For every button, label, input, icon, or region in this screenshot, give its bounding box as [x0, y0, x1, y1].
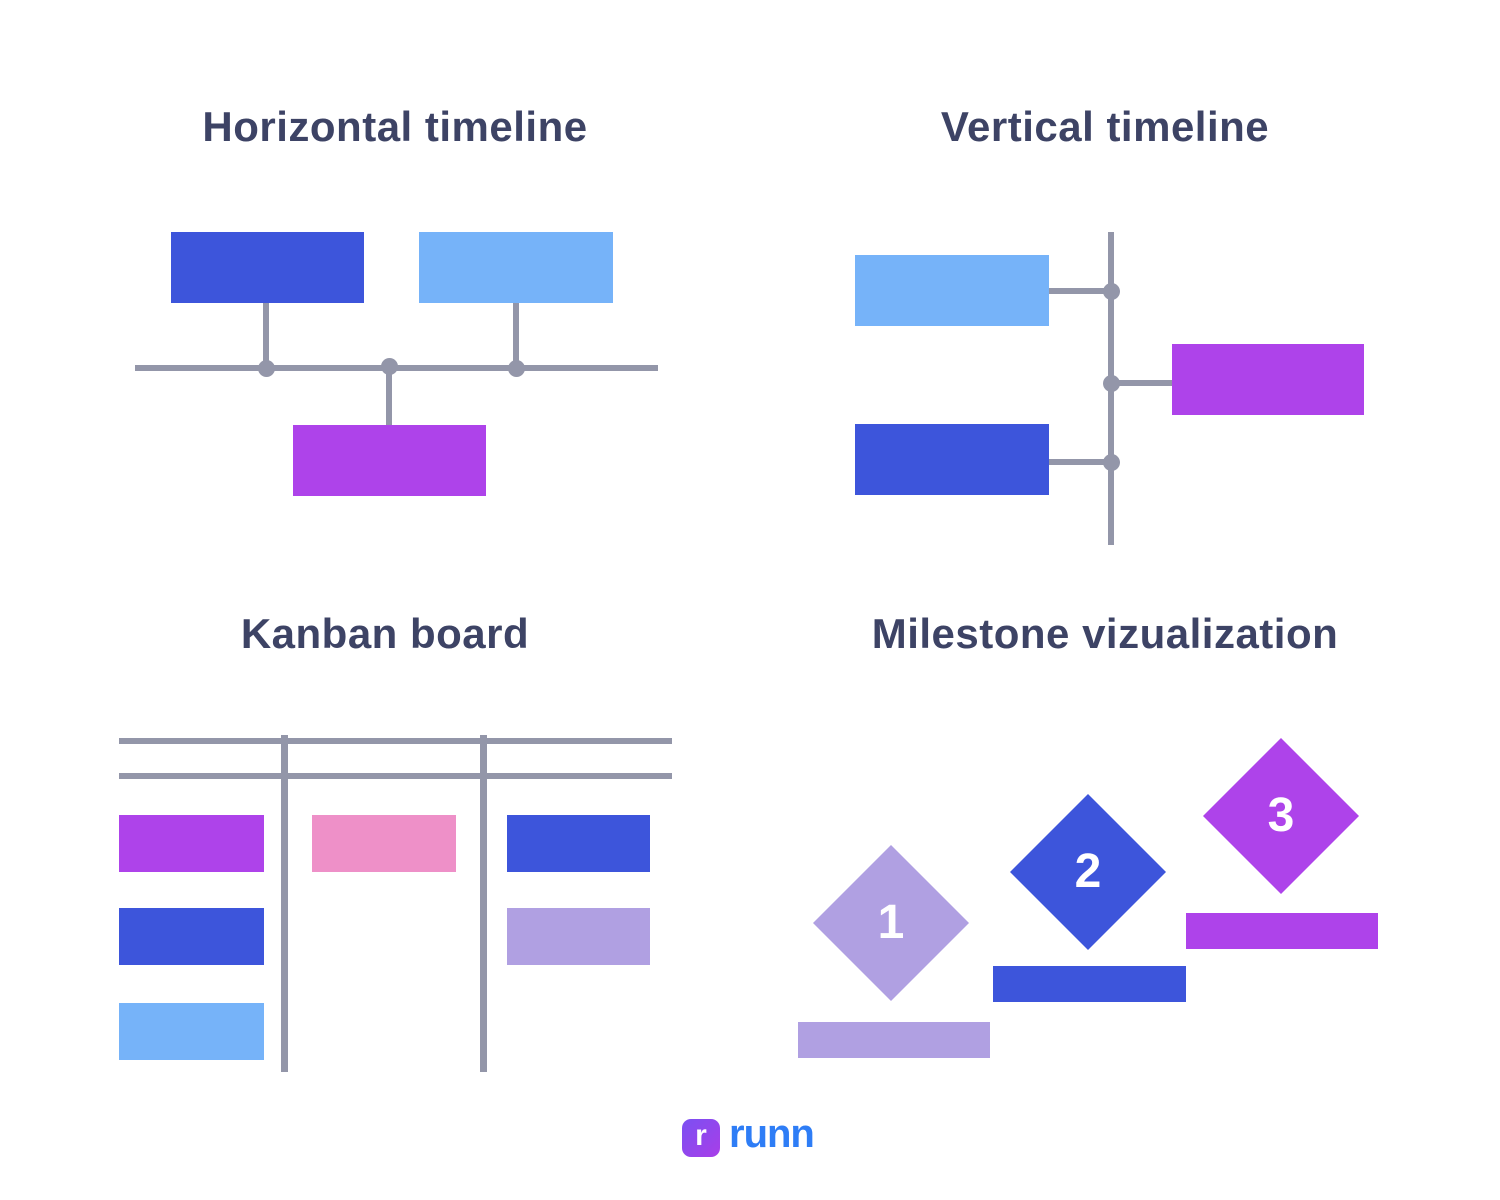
- runn-logo-mark: r: [682, 1119, 720, 1157]
- milestone-diamond-1: 1: [813, 845, 969, 1001]
- vtl-milestone-dot-top: [1103, 283, 1120, 300]
- htl-bar-light-blue: [419, 232, 613, 303]
- vtl-connector-bottom: [1049, 459, 1111, 465]
- kanban-column-divider-1: [281, 735, 288, 1072]
- htl-bar-blue: [171, 232, 364, 303]
- kanban-card-col1-purple: [119, 815, 264, 872]
- kanban-board-title: Kanban board: [240, 610, 530, 657]
- vtl-connector-middle: [1111, 380, 1172, 386]
- kanban-column-divider-2: [480, 735, 487, 1072]
- kanban-card-col2-pink: [312, 815, 456, 872]
- milestone-number-1: 1: [877, 896, 905, 949]
- htl-bar-purple: [293, 425, 486, 496]
- htl-connector-right: [513, 300, 519, 366]
- milestone-diamond-3: 3: [1203, 738, 1359, 894]
- vtl-connector-top: [1049, 288, 1111, 294]
- htl-milestone-dot-center: [381, 358, 398, 375]
- kanban-card-col3-blue: [507, 815, 650, 872]
- kanban-header-line-bottom: [119, 773, 672, 779]
- runn-logo-r-icon: r: [695, 1119, 707, 1152]
- horizontal-timeline-title: Horizontal timeline: [202, 103, 588, 150]
- htl-milestone-dot-right: [508, 360, 525, 377]
- milestone-step-bar-3: [1186, 913, 1378, 949]
- vtl-milestone-dot-bottom: [1103, 454, 1120, 471]
- milestone-step-bar-2: [993, 966, 1186, 1002]
- vtl-bar-light-blue: [855, 255, 1049, 326]
- htl-milestone-dot-left: [258, 360, 275, 377]
- kanban-card-col3-lavender: [507, 908, 650, 965]
- kanban-card-col1-light-blue: [119, 1003, 264, 1060]
- milestone-number-2: 2: [1074, 845, 1102, 898]
- vtl-milestone-dot-middle: [1103, 375, 1120, 392]
- vertical-timeline-title: Vertical timeline: [940, 103, 1270, 150]
- milestone-diamond-2: 2: [1010, 794, 1166, 950]
- kanban-header-line-top: [119, 738, 672, 744]
- vtl-bar-purple: [1172, 344, 1364, 415]
- runn-logo-text: runn: [729, 1112, 815, 1156]
- vtl-bar-blue: [855, 424, 1049, 495]
- htl-connector-left: [263, 300, 269, 366]
- milestone-visualization-title: Milestone vizualization: [871, 610, 1339, 657]
- milestone-number-3: 3: [1267, 789, 1295, 842]
- milestone-step-bar-1: [798, 1022, 990, 1058]
- kanban-card-col1-blue: [119, 908, 264, 965]
- htl-connector-center: [386, 370, 392, 426]
